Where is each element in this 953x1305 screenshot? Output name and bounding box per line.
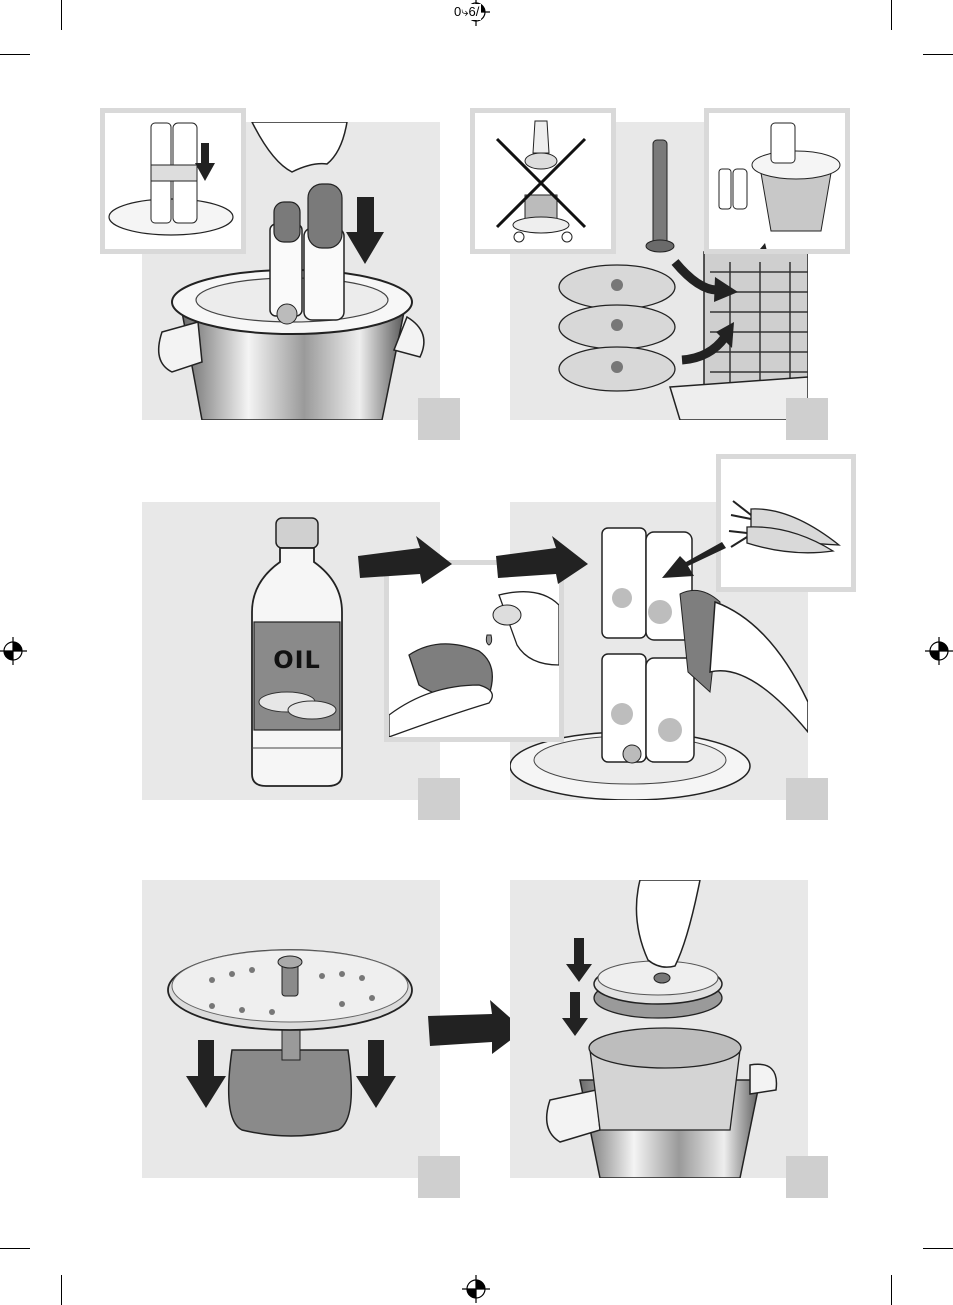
panel-4-inset-carrots [716, 454, 856, 592]
crop-mark-tl-h [0, 54, 30, 55]
oiled-cloth-inset [384, 560, 564, 742]
page-code: 0⤷6/ [452, 4, 481, 20]
pusher-stack-inset-illustration [105, 113, 241, 249]
pour-oil-on-cloth-illustration [389, 565, 559, 737]
carrots-illustration [721, 459, 851, 587]
crop-mark-bl-v [61, 1275, 62, 1305]
crop-mark-tl-v [61, 0, 62, 30]
panel-2-inset-bowl-parts [704, 108, 850, 254]
panel-2-inset-not-dishwasher [470, 108, 616, 254]
step-badge-6 [786, 1156, 828, 1198]
crop-mark-tr-h [923, 54, 953, 55]
crop-mark-bl-h [0, 1248, 30, 1249]
step-badge-5 [418, 1156, 460, 1198]
step-badge-3 [418, 778, 460, 820]
step-badge-2 [786, 398, 828, 440]
crop-mark-tr-v [891, 0, 892, 30]
panel-1-inset [100, 108, 246, 254]
step-badge-1 [418, 398, 460, 440]
panel-6-insert-disc-in-bowl [510, 880, 808, 1178]
crop-mark-br-h [923, 1248, 953, 1249]
bowl-and-lid-inset-illustration [709, 113, 845, 249]
disc-into-bowl-illustration [510, 880, 808, 1178]
oil-bottle-label: OIL [262, 646, 332, 674]
crop-mark-br-v [891, 1275, 892, 1305]
no-motor-unit-in-dishwasher-illustration [475, 113, 611, 249]
panel-5-disc-on-holder [142, 880, 440, 1178]
disc-holder-illustration [142, 880, 440, 1178]
step-badge-4 [786, 778, 828, 820]
